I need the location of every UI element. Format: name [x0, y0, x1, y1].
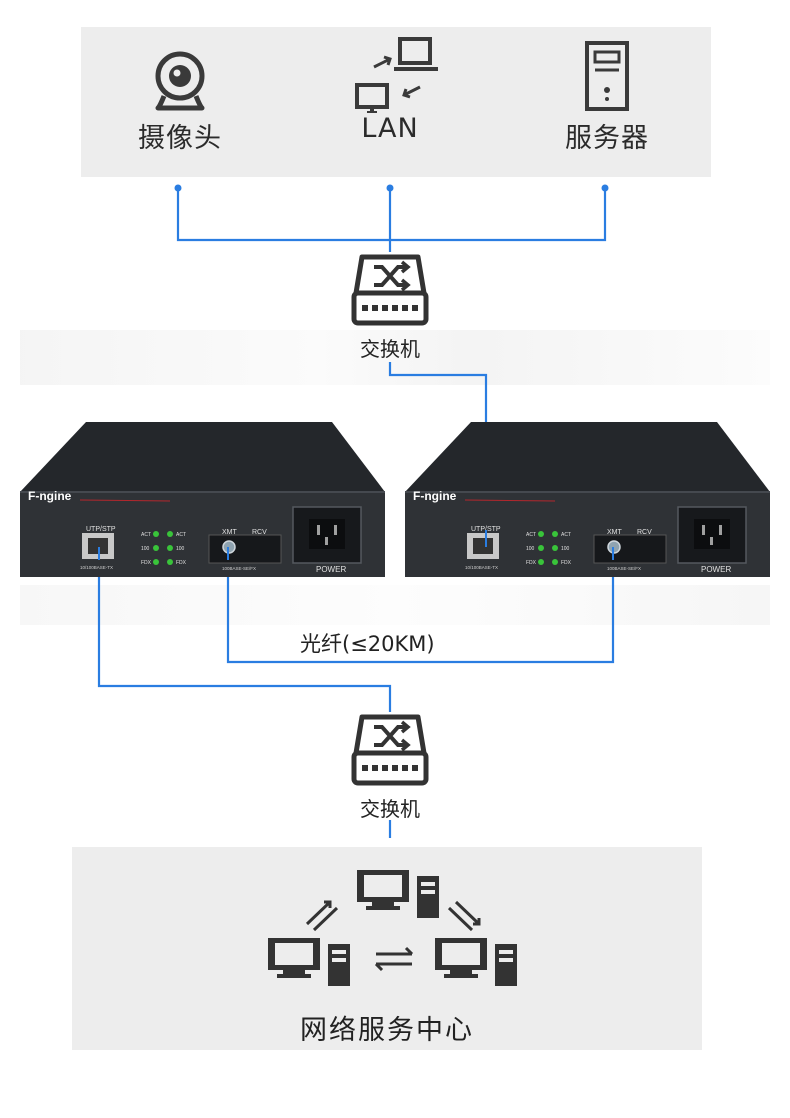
svg-text:POWER: POWER [316, 565, 346, 574]
exchange-arrows-icon [305, 900, 481, 972]
switch-bottom: 交换机 [350, 713, 430, 822]
node-lan: LAN [340, 33, 440, 144]
switch-label: 交换机 [360, 797, 420, 821]
switch-label: 交换机 [360, 337, 420, 361]
svg-text:FDX: FDX [561, 560, 572, 566]
network-switch-icon [351, 714, 429, 786]
svg-text:FDX: FDX [526, 560, 537, 566]
svg-text:ACT: ACT [561, 532, 571, 538]
desktop-computer-icon [435, 938, 517, 986]
svg-text:FDX: FDX [176, 560, 187, 566]
node-label: 服务器 [565, 123, 649, 154]
svg-text:100: 100 [176, 546, 185, 552]
svg-text:10/100BASE-TX: 10/100BASE-TX [465, 565, 498, 570]
svg-text:XMT: XMT [607, 529, 623, 536]
svg-text:RCV: RCV [252, 529, 267, 536]
svg-text:RCV: RCV [637, 529, 652, 536]
faded-background-band-lower [20, 585, 770, 625]
svg-text:ACT: ACT [141, 532, 151, 538]
svg-text:100BASE-SE/FX: 100BASE-SE/FX [607, 566, 641, 571]
desktop-computer-icon [268, 938, 350, 986]
svg-text:UTP/STP: UTP/STP [86, 526, 116, 533]
svg-text:100: 100 [526, 546, 535, 552]
node-label: 摄像头 [138, 123, 222, 154]
svg-text:ACT: ACT [526, 532, 536, 538]
network-service-center-label: 网络服务中心 [300, 1015, 474, 1046]
svg-text:UTP/STP: UTP/STP [471, 526, 501, 533]
server-tower-icon [585, 41, 629, 111]
node-label: LAN [361, 113, 419, 144]
svg-text:POWER: POWER [701, 565, 731, 574]
media-converter-left: F-ngine UTP/STP 10/100BASE-TX ACT100FDX … [20, 422, 385, 577]
desktop-computer-icon [357, 870, 439, 918]
svg-text:ACT: ACT [176, 532, 186, 538]
svg-text:100: 100 [561, 546, 570, 552]
fiber-label: 光纤(≤20KM) [300, 632, 435, 656]
svg-text:FDX: FDX [141, 560, 152, 566]
brand-logo: F-ngine [28, 489, 72, 503]
svg-text:100BASE-SE/FX: 100BASE-SE/FX [222, 566, 256, 571]
webcam-icon [155, 51, 205, 111]
node-server: 服务器 [557, 40, 657, 155]
svg-text:100: 100 [141, 546, 150, 552]
node-camera: 摄像头 [130, 50, 230, 155]
svg-text:XMT: XMT [222, 529, 238, 536]
brand-logo: F-ngine [413, 489, 457, 503]
media-converter-right: F-ngine UTP/STP 10/100BASE-TX ACT100FDX … [405, 422, 770, 577]
computer-cluster [268, 870, 517, 986]
svg-text:10/100BASE-TX: 10/100BASE-TX [80, 565, 113, 570]
switch-top: 交换机 [350, 253, 430, 362]
network-switch-icon [351, 254, 429, 326]
